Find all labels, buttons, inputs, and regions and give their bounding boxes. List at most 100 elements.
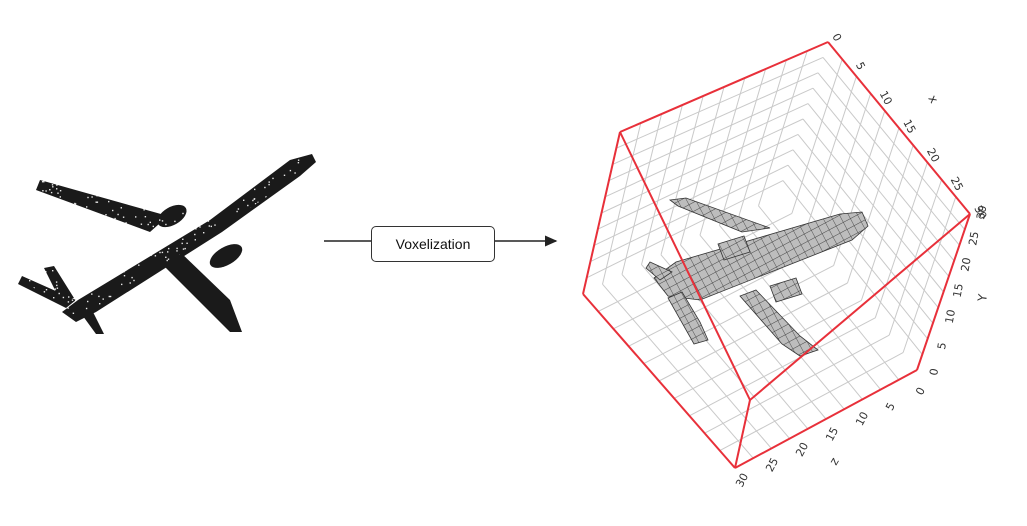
grid-line-top-face [758, 50, 808, 206]
point-cloud-gap [57, 192, 59, 194]
point-cloud-gap [189, 324, 190, 325]
point-cloud-gap [159, 251, 161, 254]
point-cloud-gap [288, 200, 290, 202]
point-cloud-gap [240, 335, 241, 336]
point-cloud-gap [297, 274, 299, 276]
point-cloud-gap [220, 338, 221, 339]
point-cloud-gap [138, 246, 140, 249]
point-cloud-gap [207, 220, 210, 222]
point-cloud-gap [18, 218, 19, 219]
point-cloud-gap [312, 183, 314, 186]
point-cloud-gap [303, 269, 305, 271]
point-cloud-gap [218, 151, 219, 152]
point-cloud-gap [58, 181, 60, 183]
point-cloud-gap [158, 338, 159, 339]
point-cloud-gap [244, 298, 246, 301]
point-cloud-gap [30, 228, 32, 230]
point-cloud-gap [184, 173, 186, 175]
point-cloud-gap [253, 281, 255, 284]
point-cloud-gap [20, 214, 21, 216]
grid-line-top-face [719, 68, 767, 226]
point-cloud-gap [217, 244, 219, 247]
point-cloud-gap [134, 156, 136, 158]
y-tick-label: 5 [935, 341, 949, 350]
point-cloud-gap [267, 282, 269, 284]
point-cloud-gap [47, 236, 49, 238]
point-cloud-gap [165, 256, 167, 258]
point-cloud-gap [261, 290, 264, 292]
point-cloud-gap [277, 303, 279, 305]
point-cloud-gap [194, 167, 197, 170]
point-cloud-engine [209, 244, 243, 268]
point-cloud-gap [192, 174, 194, 177]
point-cloud-gap [155, 193, 157, 196]
point-cloud-gap [158, 233, 160, 236]
point-cloud-gap [233, 165, 235, 168]
point-cloud-gap [90, 230, 93, 233]
point-cloud-gap [21, 184, 23, 187]
point-cloud-gap [156, 314, 158, 316]
point-cloud-gap [316, 292, 317, 293]
point-cloud-gap [20, 196, 22, 198]
point-cloud-gap [279, 228, 282, 231]
point-cloud-gap [202, 325, 203, 326]
point-cloud-gap [307, 310, 309, 313]
point-cloud-gap [265, 338, 266, 339]
point-cloud-gap [304, 212, 306, 214]
point-cloud-gap [247, 204, 249, 207]
point-cloud-gap [285, 197, 288, 199]
point-cloud-gap [115, 193, 118, 195]
point-cloud-gap [292, 187, 294, 189]
point-cloud-gap [52, 186, 54, 188]
point-cloud-gap [257, 201, 259, 204]
point-cloud-gap [65, 183, 67, 185]
point-cloud-gap [292, 315, 294, 317]
point-cloud-gap [230, 281, 232, 284]
point-cloud-gap [27, 156, 29, 159]
point-cloud-gap [213, 167, 215, 169]
point-cloud-gap [54, 325, 55, 326]
y-tick-label: 25 [966, 230, 981, 246]
bounding-box-edge [916, 213, 971, 371]
point-cloud-gap [156, 326, 157, 327]
point-cloud-gap [282, 301, 285, 303]
point-cloud-gap [255, 215, 257, 218]
point-cloud-gap [43, 269, 45, 271]
point-cloud-gap [72, 312, 75, 314]
point-cloud-gap [250, 289, 253, 292]
point-cloud-gap [192, 178, 194, 180]
point-cloud-gap [162, 208, 165, 211]
point-cloud-gap [311, 255, 314, 257]
point-cloud-gap [298, 223, 300, 225]
point-cloud-gap [115, 247, 118, 249]
point-cloud-gap [71, 182, 73, 184]
grid-line-right-face [860, 145, 914, 301]
point-cloud-gap [74, 202, 76, 205]
point-cloud-gap [18, 233, 19, 234]
point-cloud-gap [113, 324, 114, 325]
point-cloud-gap [250, 228, 253, 230]
point-cloud-gap [139, 231, 142, 233]
point-cloud-gap [24, 244, 27, 246]
point-cloud-gap [232, 337, 233, 338]
point-cloud-gap [29, 280, 31, 282]
point-cloud-gap [16, 236, 17, 237]
point-cloud-gap [313, 337, 314, 338]
point-cloud-gap [226, 187, 229, 190]
point-cloud-gap [45, 271, 47, 273]
point-cloud-gap [43, 181, 45, 183]
y-axis-label: Y [975, 293, 990, 304]
point-cloud-gap [133, 279, 135, 282]
point-cloud-gap [149, 309, 151, 311]
point-cloud-gap [124, 249, 126, 251]
point-cloud-gap [298, 193, 301, 195]
point-cloud-gap [17, 309, 18, 310]
point-cloud-gap [134, 154, 135, 155]
point-cloud-gap [99, 303, 101, 305]
point-cloud-gap [52, 234, 55, 236]
point-cloud-gap [33, 297, 36, 299]
point-cloud-gap [244, 174, 247, 176]
point-cloud-gap [242, 182, 244, 185]
point-cloud-gap [36, 161, 38, 163]
point-cloud-gap [278, 258, 280, 260]
